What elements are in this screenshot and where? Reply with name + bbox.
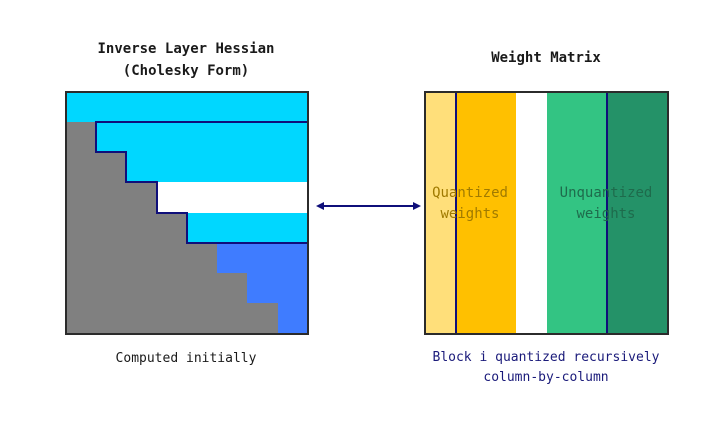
quantized-label-line1: Quantized <box>432 185 508 201</box>
hessian-row-7 <box>278 303 308 334</box>
current-column <box>516 92 547 334</box>
quantized-block-columns <box>456 92 516 334</box>
unquantized-label-line2: weights <box>576 206 635 222</box>
left-caption: Computed initially <box>116 351 257 366</box>
unquantized-block-columns <box>547 92 607 334</box>
hessian-row-5 <box>217 243 308 273</box>
hessian-matrix <box>65 91 309 335</box>
hessian-row-1 <box>96 122 308 152</box>
weight-matrix <box>424 91 669 335</box>
hessian-row-3-current <box>157 182 308 213</box>
weight-frame <box>424 91 669 335</box>
left-title-line1: Inverse Layer Hessian <box>97 41 274 57</box>
quantized-label-line2: weights <box>440 206 499 222</box>
right-caption-line1: Block i quantized recursively <box>433 350 660 365</box>
hessian-row-2 <box>126 152 308 182</box>
unquantized-remaining-columns <box>607 92 668 334</box>
hessian-row-4 <box>187 213 308 243</box>
hessian-row-6 <box>247 273 308 303</box>
hessian-frame <box>65 91 309 335</box>
unquantized-label-line1: Unquantized <box>560 185 653 201</box>
quantized-previous-columns <box>425 92 456 334</box>
right-caption-line2: column-by-column <box>483 370 608 385</box>
right-title: Weight Matrix <box>491 50 601 66</box>
hessian-row-0 <box>66 92 308 122</box>
left-title-line2: (Cholesky Form) <box>123 63 249 79</box>
